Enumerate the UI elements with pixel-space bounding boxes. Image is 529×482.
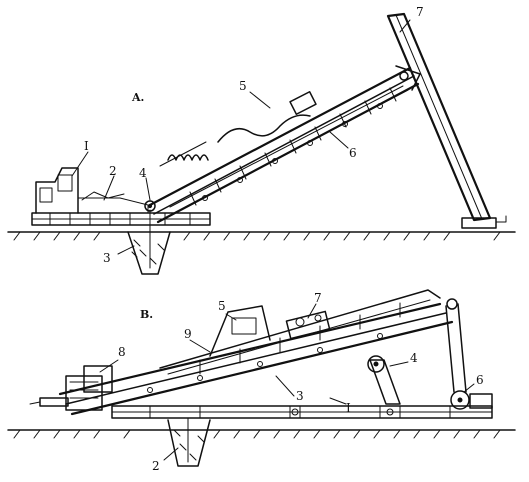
panel-a-base-platform — [31, 212, 211, 226]
panel-b-label: B. — [140, 308, 153, 321]
callout-a-1: I — [84, 139, 89, 153]
panel-b-trench-pit — [167, 417, 211, 467]
panel-a-support-post — [386, 12, 507, 229]
panel-b-ground — [7, 429, 516, 439]
panel-a-label: A. — [131, 91, 144, 104]
callout-a-5: 5 — [239, 79, 247, 93]
callout-b-7: 7 — [314, 291, 322, 305]
panel-b-base-frame — [111, 405, 493, 419]
callout-a-4: 4 — [139, 166, 147, 180]
panel-a: A. I 2 3 4 5 6 7 — [7, 5, 516, 275]
callout-b-2: 2 — [152, 459, 160, 473]
callout-a-3: 3 — [103, 251, 111, 265]
panel-b-leaders — [99, 303, 475, 461]
panel-b-drill-head — [29, 365, 113, 411]
callout-b-8: 8 — [118, 345, 126, 359]
callout-b-3: 3 — [296, 389, 304, 403]
callout-b-5: 5 — [218, 299, 226, 313]
callout-a-6: 6 — [349, 146, 357, 160]
panel-a-inclined-frame — [144, 65, 421, 224]
callout-a-7: 7 — [416, 5, 424, 19]
callout-b-1: I — [346, 401, 351, 415]
panel-b-rear-column — [445, 298, 493, 410]
callout-a-2: 2 — [109, 164, 117, 178]
panel-a-ground — [7, 231, 516, 241]
panel-a-leaders — [71, 19, 411, 255]
panel-b: B. I 2 3 4 5 6 7 8 9 — [7, 289, 516, 473]
callout-b-6: 6 — [476, 373, 484, 387]
panel-a-cabin — [35, 167, 149, 214]
callout-b-4: 4 — [410, 351, 418, 365]
panel-b-inclined-frame — [58, 289, 454, 416]
panel-a-trench-pit — [127, 209, 171, 275]
panel-b-support-strut — [367, 355, 401, 405]
callout-b-9: 9 — [184, 327, 192, 341]
